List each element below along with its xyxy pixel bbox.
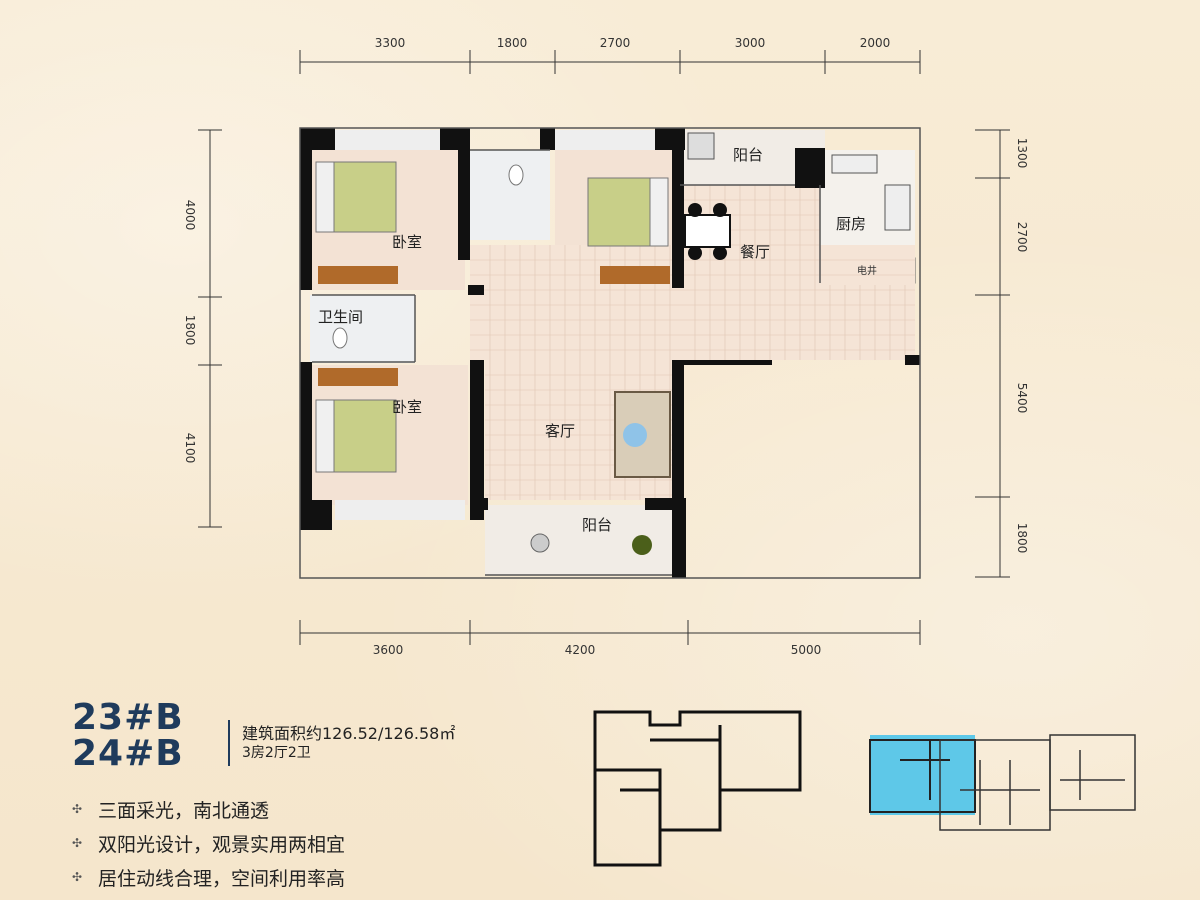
- room-label-balcony-bottom: 阳台: [582, 516, 612, 534]
- feature-item: ✣ 双阳光设计，观景实用两相宜: [72, 826, 345, 860]
- dimension-left: [198, 129, 222, 528]
- room-label-shaft: 电井: [857, 264, 877, 277]
- dim-right-1: 1300: [1015, 138, 1029, 169]
- feature-text: 双阳光设计，观景实用两相宜: [98, 833, 346, 856]
- plant-icon: [530, 533, 652, 555]
- bed-icon: [315, 368, 398, 473]
- room-label-bedroom-bottom: 卧室: [392, 398, 422, 416]
- dim-bottom-1: 3600: [373, 643, 404, 657]
- room-label-bedroom-top: 卧室: [392, 233, 422, 251]
- dim-right-4: 1800: [1015, 523, 1029, 554]
- feature-text: 居住动线合理，空间利用率高: [98, 867, 346, 890]
- bed-icon: [587, 177, 670, 284]
- star-icon: ✣: [72, 802, 83, 816]
- unit-number: 23#B: [72, 697, 184, 738]
- feature-item: ✣ 三面采光，南北通透: [72, 792, 345, 826]
- unit-thumbnail: [593, 710, 802, 867]
- unit-number: 24#B: [72, 733, 184, 774]
- unit-numbers: 23#B 24#B: [72, 700, 184, 772]
- wall-outlines: [299, 127, 921, 579]
- dim-right-2: 2700: [1015, 222, 1029, 253]
- dim-bottom-3: 5000: [791, 643, 822, 657]
- floor-grid: [470, 185, 915, 500]
- dim-top-2: 1800: [497, 36, 528, 50]
- star-icon: ✣: [72, 870, 83, 884]
- room-label-kitchen: 厨房: [836, 215, 866, 233]
- dim-left-2: 1800: [183, 315, 197, 346]
- washing-machine-icon: [687, 132, 715, 160]
- building-key-plan: [869, 734, 1136, 831]
- room-label-balcony-top: 阳台: [733, 146, 763, 164]
- dim-top-3: 2700: [600, 36, 631, 50]
- dimension-right: [975, 129, 1010, 578]
- feature-text: 三面采光，南北通透: [98, 799, 270, 822]
- dimension-top: [299, 50, 921, 74]
- dim-left-3: 4100: [183, 433, 197, 464]
- sofa-icon: [614, 391, 671, 478]
- layout-summary: 3房2厅2卫: [242, 745, 311, 761]
- dining-table-icon: [684, 203, 731, 260]
- dim-top-5: 2000: [860, 36, 891, 50]
- feature-item: ✣ 居住动线合理，空间利用率高: [72, 860, 345, 894]
- dim-bottom-2: 4200: [565, 643, 596, 657]
- dim-top-1: 3300: [375, 36, 406, 50]
- room-label-living: 客厅: [545, 422, 575, 440]
- dimension-bottom: [299, 620, 921, 645]
- kitchen-counter-icon: [831, 154, 911, 231]
- dim-right-3: 5400: [1015, 383, 1029, 414]
- star-icon: ✣: [72, 836, 83, 850]
- feature-list: ✣ 三面采光，南北通透 ✣ 双阳光设计，观景实用两相宜 ✣ 居住动线合理，空间利…: [72, 792, 345, 894]
- dim-left-1: 4000: [183, 200, 197, 231]
- bed-icon: [315, 161, 398, 284]
- building-area: 建筑面积约126.52/126.58㎡: [242, 724, 456, 743]
- walls: [300, 128, 920, 578]
- spec-divider: [228, 720, 236, 766]
- room-label-dining: 餐厅: [740, 243, 770, 261]
- dim-top-4: 3000: [735, 36, 766, 50]
- toilet-icon: [332, 164, 524, 349]
- room-label-bathroom: 卫生间: [318, 308, 363, 326]
